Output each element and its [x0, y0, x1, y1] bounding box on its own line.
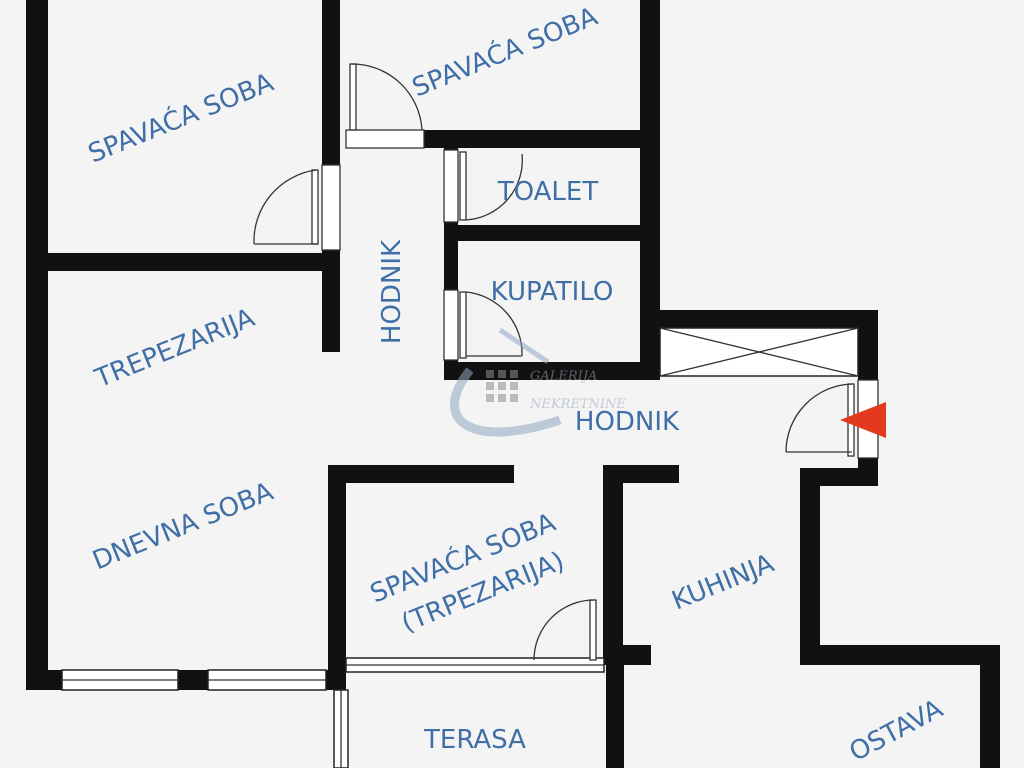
label-storage: OSTAVA — [845, 694, 948, 768]
walls — [26, 0, 1000, 768]
label-bedroom-top-left: SPAVAĆA SOBA — [83, 66, 278, 170]
label-living: DNEVNA SOBA — [88, 477, 277, 577]
label-hall-vertical: HODNIK — [377, 239, 407, 344]
label-toilet: TOALET — [497, 177, 599, 207]
windows — [61, 327, 859, 768]
watermark-logo: GALERIJA NEKRETNINE — [450, 327, 626, 437]
entrance-arrow-icon — [840, 402, 886, 438]
watermark-line2: NEKRETNINE — [529, 397, 626, 412]
watermark-line1: GALERIJA — [530, 369, 597, 384]
label-bathroom: KUPATILO — [491, 277, 614, 307]
doors — [253, 63, 879, 661]
label-dining: TREPEZARIJA — [90, 303, 259, 395]
label-bedroom-top-mid: SPAVAĆA SOBA — [407, 0, 602, 103]
label-kitchen: KUHINJA — [668, 549, 779, 617]
label-terrace: TERASA — [423, 725, 526, 755]
label-hall-center: HODNIK — [575, 407, 680, 437]
